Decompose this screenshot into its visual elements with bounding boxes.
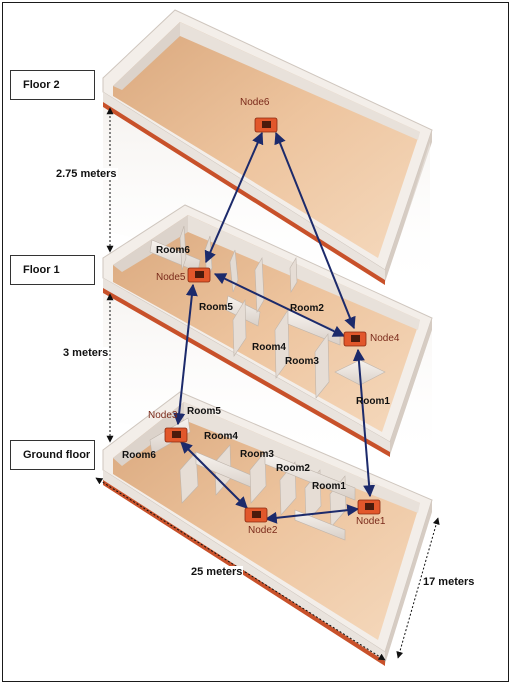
ground-room4-label: Room4 — [204, 431, 238, 442]
link-node3-node2 — [180, 441, 248, 509]
node5-device — [187, 267, 211, 283]
node4-device — [343, 331, 367, 347]
floor1-height-label: 3 meters — [62, 347, 110, 359]
ground-room2-label: Room2 — [276, 463, 310, 474]
floor1-label: Floor 1 — [10, 255, 95, 285]
length-label: 25 meters — [190, 566, 244, 578]
node3-label: Node3 — [148, 410, 178, 421]
link-node5-node4 — [213, 273, 346, 337]
ground-floor-label: Ground floor — [10, 440, 95, 470]
ground-room3-label: Room3 — [240, 449, 274, 460]
floor1-room5-label: Room5 — [199, 302, 233, 313]
node5-label: Node5 — [156, 272, 186, 283]
node6-label: Node6 — [240, 97, 270, 108]
link-node6-node5 — [204, 131, 264, 264]
floor1-room2-label: Room2 — [290, 303, 324, 314]
ground-room1-label: Room1 — [312, 481, 346, 492]
floor1-room4-label: Room4 — [252, 342, 286, 353]
floor2-height-label: 2.75 meters — [55, 168, 118, 180]
node1-label: Node1 — [356, 516, 386, 527]
link-node4-node1 — [352, 348, 376, 498]
node1-device — [357, 499, 381, 515]
link-node5-node3 — [173, 283, 198, 426]
floor1-room3-label: Room3 — [285, 356, 319, 367]
floor1-room1-label: Room1 — [356, 396, 390, 407]
node3-device — [164, 427, 188, 443]
communication-links — [173, 131, 376, 524]
node4-label: Node4 — [370, 333, 400, 344]
width-label: 17 meters — [422, 576, 476, 588]
floor2-label: Floor 2 — [10, 70, 95, 100]
dimension-arrows — [95, 107, 440, 661]
floor1-room6-label: Room6 — [156, 245, 190, 256]
node6-device — [254, 117, 278, 133]
node2-label: Node2 — [248, 525, 278, 536]
node2-device — [244, 507, 268, 523]
ground-room5-label: Room5 — [187, 406, 221, 417]
ground-room6-label: Room6 — [122, 450, 156, 461]
link-node2-node1 — [264, 504, 360, 524]
